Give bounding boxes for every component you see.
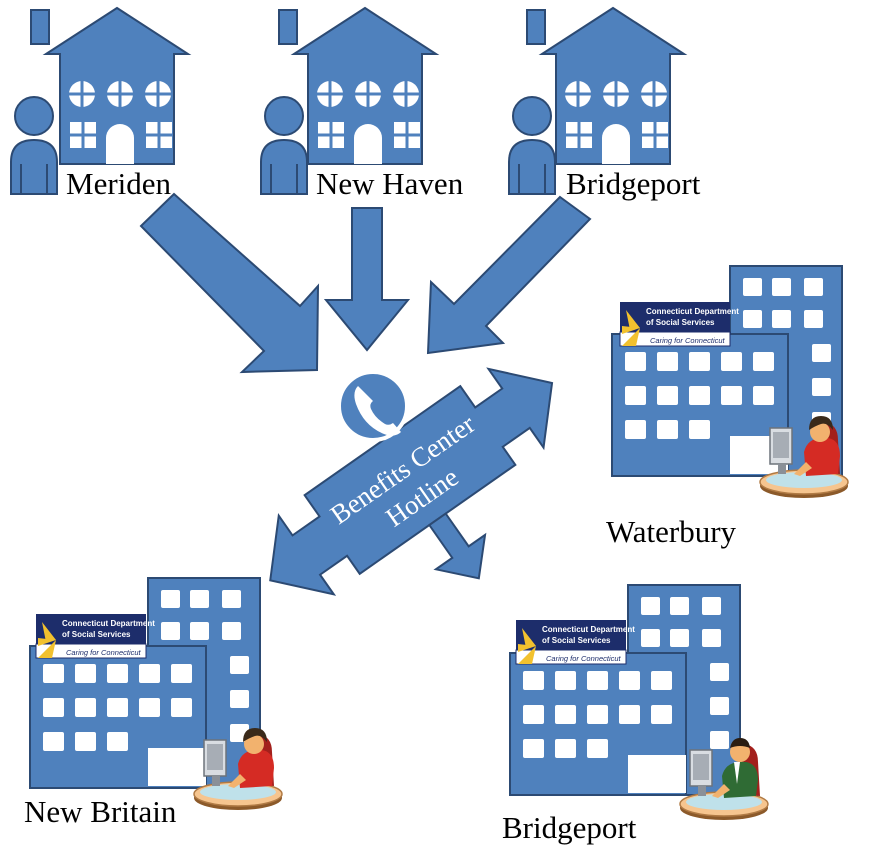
home-new-haven: New Haven [260, 6, 464, 201]
office-new-britain: Connecticut Department of Social Service… [24, 577, 283, 829]
office-label: New Britain [24, 794, 177, 829]
house-icon [525, 6, 686, 166]
home-bridgeport: Bridgeport [508, 6, 701, 201]
home-label: Bridgeport [566, 166, 701, 201]
logo-line1: Connecticut Department [646, 307, 739, 316]
arrow-down-spur [427, 512, 487, 580]
dss-logo: Connecticut Department of Social Service… [515, 620, 635, 665]
arrow-from-bridgeport [426, 195, 592, 355]
office-label: Bridgeport [502, 810, 637, 845]
dss-logo: Connecticut Department of Social Service… [35, 614, 155, 659]
office-bridgeport: Connecticut Department of Social Service… [502, 584, 769, 845]
arrow-from-new-haven [323, 207, 411, 352]
telephone-icon [337, 370, 409, 442]
dss-logo: Connecticut Department of Social Service… [619, 302, 739, 347]
benefits-center-hotline: Benefits Center Hotline [269, 367, 554, 596]
logo-line1: Connecticut Department [62, 619, 155, 628]
arrow-from-meriden [139, 192, 320, 374]
house-icon [277, 6, 438, 166]
home-meriden: Meriden [10, 6, 190, 201]
home-label: Meriden [66, 166, 172, 201]
double-arrow-shape [269, 367, 554, 596]
person-icon [10, 96, 58, 195]
logo-line2: of Social Services [62, 630, 131, 639]
male-worker-at-desk-icon [679, 738, 769, 821]
logo-line2: of Social Services [646, 318, 715, 327]
female-worker-at-desk-icon [193, 728, 283, 811]
house-icon [29, 6, 190, 166]
logo-tagline: Caring for Connecticut [650, 336, 726, 345]
office-label: Waterbury [606, 514, 737, 549]
female-worker-at-desk-icon [759, 416, 849, 499]
logo-tagline: Caring for Connecticut [546, 654, 622, 663]
logo-line2: of Social Services [542, 636, 611, 645]
logo-line1: Connecticut Department [542, 625, 635, 634]
person-icon [260, 96, 308, 195]
logo-tagline: Caring for Connecticut [66, 648, 142, 657]
home-label: New Haven [316, 166, 464, 201]
office-waterbury: Connecticut Department of Social Service… [606, 265, 849, 549]
person-icon [508, 96, 556, 195]
